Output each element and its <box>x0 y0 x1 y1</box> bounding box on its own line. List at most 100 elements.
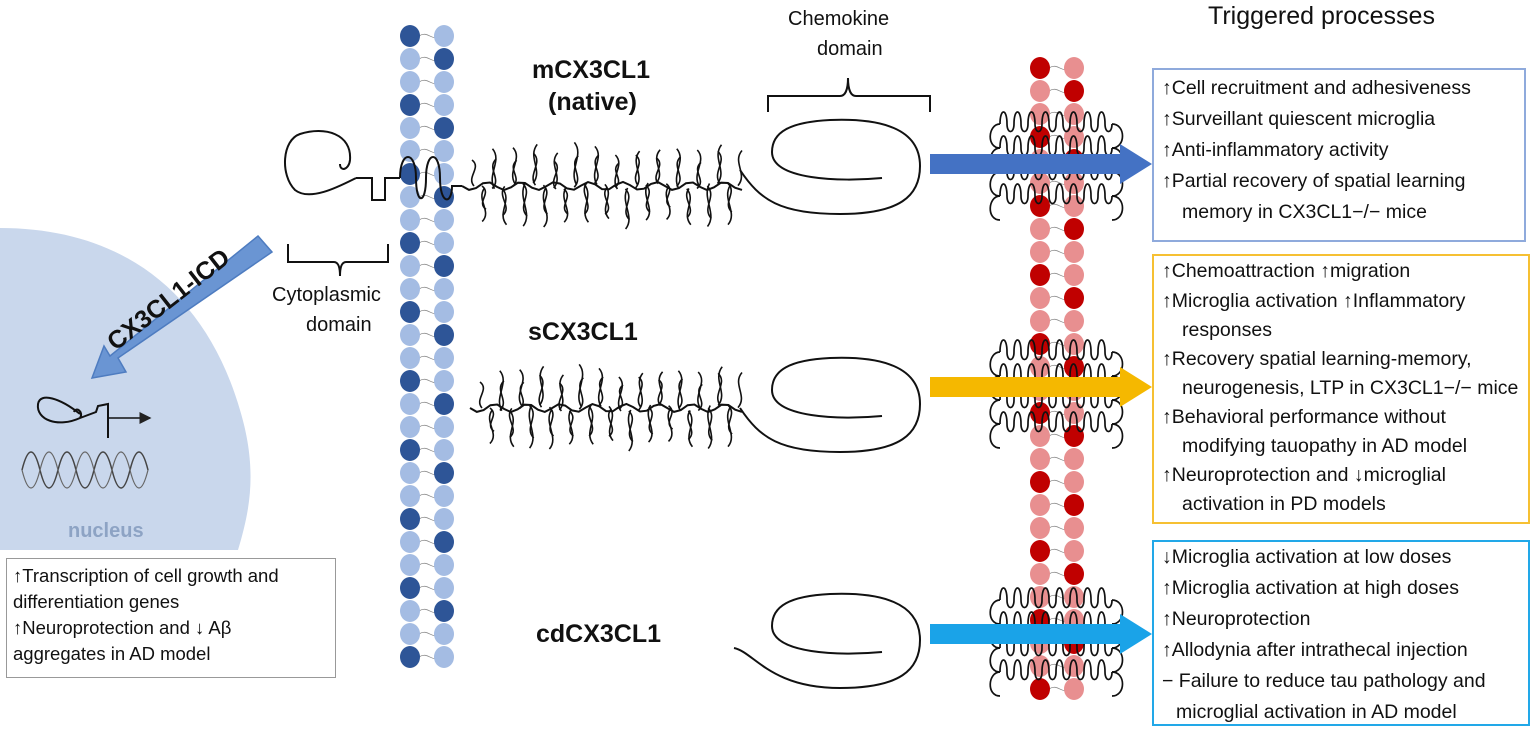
process-line: ↑Recovery spatial learning-memory, <box>1162 348 1472 370</box>
icd-nucleus-shape <box>36 396 109 438</box>
lipid-head <box>1030 517 1050 539</box>
process-line: ↑Anti-inflammatory activity <box>1162 139 1389 161</box>
cdcx3cl1-label: cdCX3CL1 <box>536 620 662 648</box>
mcx3cl1-label: mCX3CL1 <box>532 56 651 84</box>
glycan-branch <box>677 378 684 409</box>
lipid-head <box>1030 678 1050 700</box>
arrow-native <box>930 144 1152 184</box>
glycan-branch <box>645 182 651 221</box>
glycan-branch <box>617 376 624 412</box>
process-line: ↑Surveillant quiescent microglia <box>1162 108 1436 130</box>
lipid-head <box>400 485 420 507</box>
receptor-loop <box>989 195 1001 221</box>
process-line: modifying tauopathy in AD model <box>1182 435 1468 457</box>
lipid-head <box>400 508 420 530</box>
lipid-head <box>1064 195 1084 217</box>
lipid-head <box>1030 494 1050 516</box>
glycan-branch <box>696 149 702 187</box>
lipid-head <box>434 439 454 461</box>
glycan-branch <box>553 152 559 189</box>
lipid-head <box>400 324 420 346</box>
lipid-head <box>1030 80 1050 102</box>
stalk-backbone <box>461 180 743 192</box>
lipid-head <box>400 25 420 47</box>
receptor-loop <box>989 599 1001 625</box>
lipid-head <box>434 600 454 622</box>
receptor-loop <box>999 183 1113 205</box>
lipid-head <box>400 140 420 162</box>
glycan-branch <box>522 183 528 217</box>
arrow-soluble <box>930 367 1152 407</box>
lipid-head <box>1064 57 1084 79</box>
receptor-loop <box>999 339 1113 361</box>
glycan-branch <box>532 152 538 186</box>
lipid-head <box>1064 563 1084 585</box>
glycan-branch <box>675 156 682 187</box>
triggered-processes-title: Triggered processes <box>1208 2 1435 30</box>
glycan-branch <box>655 157 661 185</box>
glycan-branch <box>717 372 723 406</box>
glycan-branch <box>598 376 604 406</box>
glycan-branch <box>583 183 590 223</box>
process-line: ↑Neuroprotection <box>1162 608 1311 630</box>
glycan-branch <box>697 371 703 409</box>
cytoplasmic-domain-label-1: Cytoplasmic <box>272 284 381 306</box>
glycan-branch <box>685 188 692 219</box>
lipid-head <box>434 508 454 530</box>
lipid-head <box>1030 57 1050 79</box>
receptor-loop <box>989 399 1001 425</box>
receptor-loop <box>1111 399 1124 425</box>
glycan-branch <box>604 186 610 215</box>
process-line: ↑Neuroprotection and ↓microglial <box>1162 464 1446 486</box>
process-line: ↑Microglia activation at high doses <box>1162 577 1459 599</box>
lipid-head <box>434 94 454 116</box>
lipid-head <box>1030 195 1050 217</box>
glycan-branch <box>655 149 661 184</box>
lipid-head <box>1030 448 1050 470</box>
dna-helix-2 <box>21 451 149 489</box>
glycan-branch <box>508 407 514 439</box>
lipid-head <box>434 209 454 231</box>
lipid-head <box>1030 540 1050 562</box>
receptor-loop <box>999 111 1113 133</box>
lipid-head <box>434 577 454 599</box>
process-line: ↑Transcription of cell growth and <box>13 565 279 586</box>
receptor-loop <box>989 171 1001 197</box>
receptor-loop <box>989 423 1001 449</box>
process-line: ↓Microglia activation at low doses <box>1162 546 1452 568</box>
lipid-head <box>434 531 454 553</box>
glycan-branch <box>634 154 640 186</box>
glycan-branch <box>548 409 554 450</box>
lipid-head <box>400 48 420 70</box>
glycan-branch <box>578 363 584 407</box>
mcx3cl1-native-label: (native) <box>548 88 637 116</box>
lipid-head <box>1064 448 1084 470</box>
glycan-branch <box>593 145 600 185</box>
lipid-head <box>400 71 420 93</box>
glycan-branch <box>716 150 723 184</box>
receptor-loop <box>1111 671 1124 697</box>
lipid-head <box>434 623 454 645</box>
lipid-head <box>400 416 420 438</box>
box-cd-processes: ↓Microglia activation at low doses ↑Micr… <box>1152 540 1530 726</box>
glycan-branch <box>628 410 634 443</box>
glycan-branch <box>726 185 733 226</box>
receptor-loop <box>1111 123 1124 149</box>
cytoplasmic-domain-label-2: domain <box>306 314 372 336</box>
glycan-branch <box>675 148 682 190</box>
lipid-head <box>434 554 454 576</box>
glycan-branch <box>624 188 631 221</box>
lipid-head <box>1030 563 1050 585</box>
lipid-head <box>400 600 420 622</box>
receptor-loop <box>1111 195 1124 221</box>
glycan-branch <box>648 406 654 435</box>
lipid-head <box>434 163 454 185</box>
lipid-head <box>434 324 454 346</box>
lipid-head <box>400 646 420 668</box>
lipid-head <box>400 278 420 300</box>
lipid-head <box>434 301 454 323</box>
glycan-branch <box>687 410 693 441</box>
mucin-stalk-native <box>461 141 743 230</box>
box-nucleus-processes: ↑Transcription of cell growth and differ… <box>6 558 336 678</box>
process-line: ↑Chemoattraction ↑migration <box>1162 260 1411 282</box>
